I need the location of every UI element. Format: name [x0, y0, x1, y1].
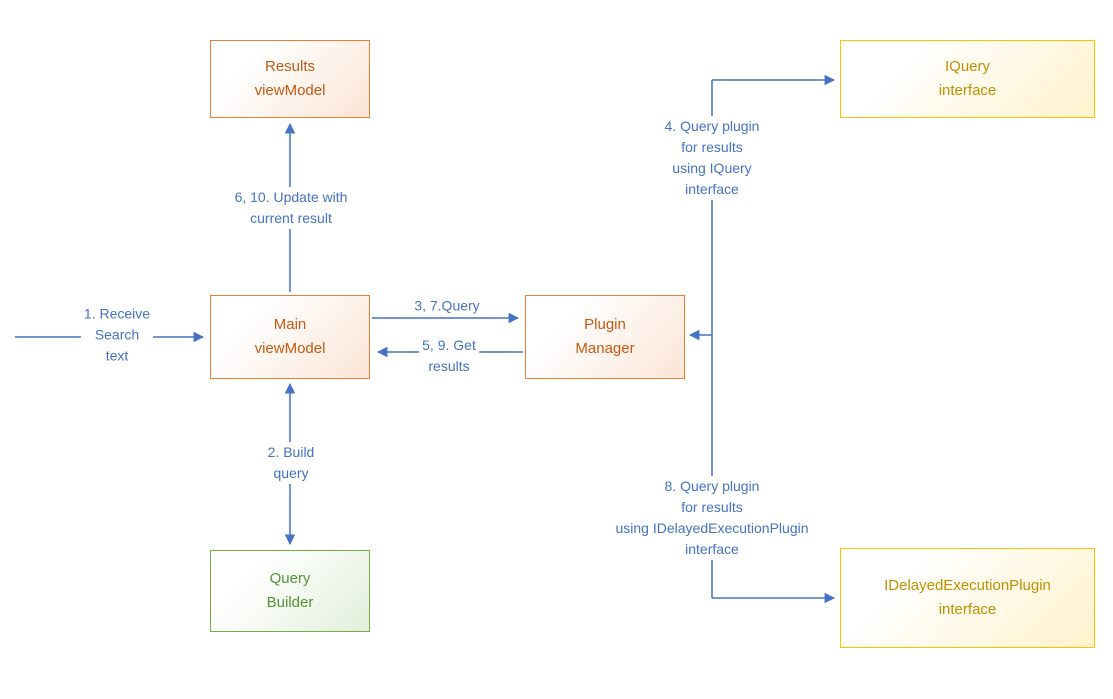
- node-query-builder: Query Builder: [210, 550, 370, 632]
- node-results-viewmodel: Results viewModel: [210, 40, 370, 118]
- edge-label-update-result: 6, 10. Update with current result: [231, 187, 351, 229]
- edge-label-build-query: 2. Build query: [264, 442, 318, 484]
- edge-label-get-results: 5, 9. Get results: [419, 335, 479, 377]
- node-main-viewmodel: Main viewModel: [210, 295, 370, 379]
- node-iquery-interface: IQuery interface: [840, 40, 1095, 118]
- edge-label-receive-search: 1. Receive Search text: [80, 303, 154, 367]
- node-idelayedexecutionplugin-interface: IDelayedExecutionPlugin interface: [840, 548, 1095, 648]
- edge-label-query-iquery: 4. Query plugin for results using IQuery…: [661, 116, 763, 200]
- node-plugin-manager: Plugin Manager: [525, 295, 685, 379]
- edge-label-query-idelayed: 8. Query plugin for results using IDelay…: [612, 476, 812, 560]
- edge-label-query: 3, 7.Query: [411, 295, 483, 317]
